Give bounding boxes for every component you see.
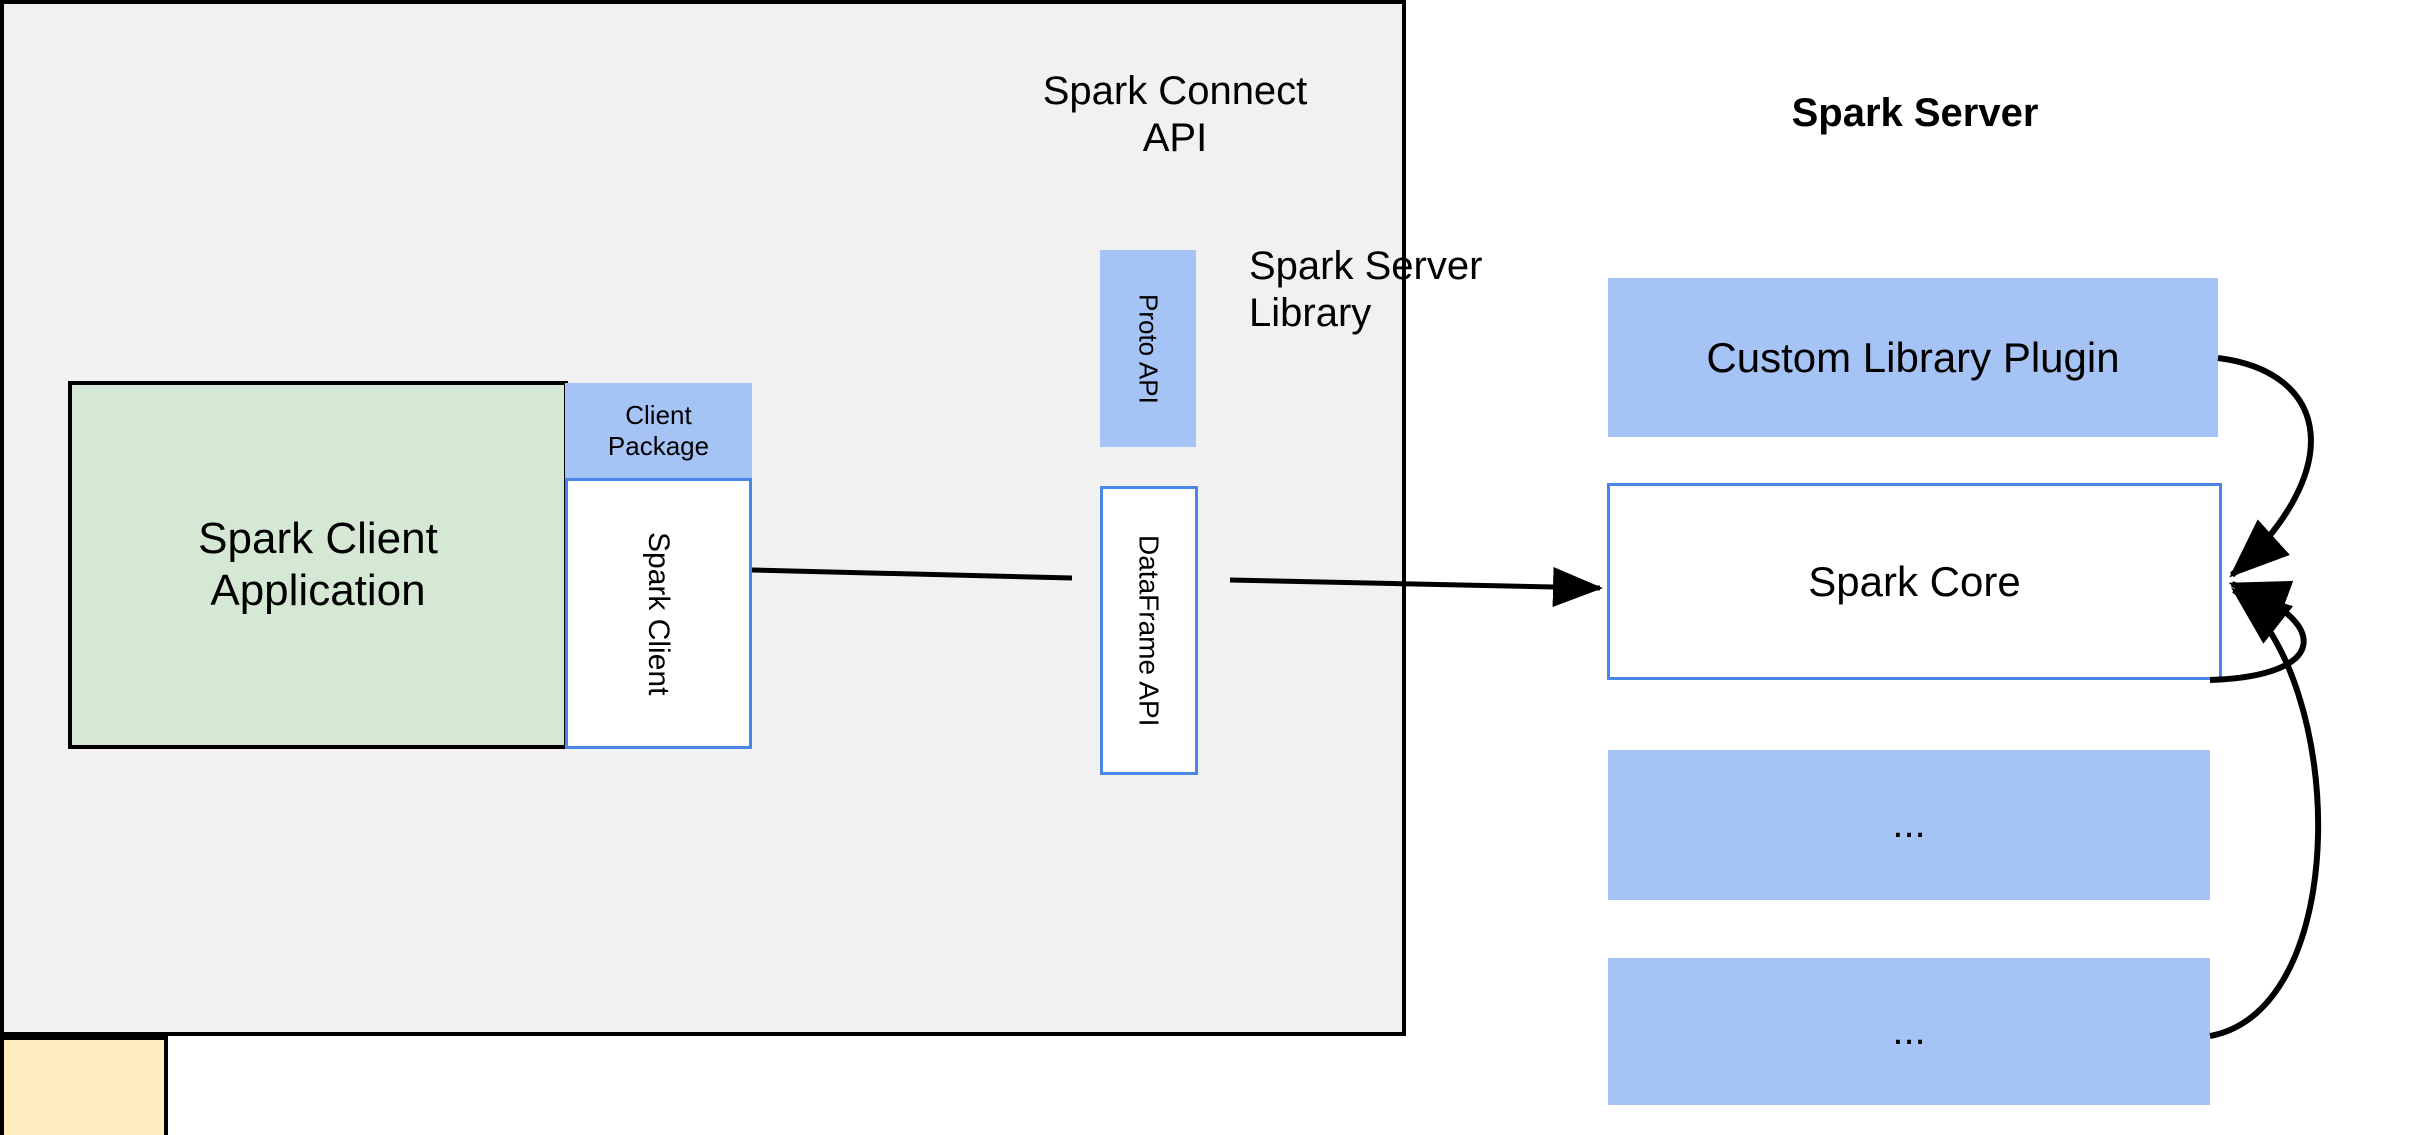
ellipsis-label-2: ... — [1892, 1008, 1926, 1053]
dataframe-api-label: DataFrame API — [1133, 534, 1165, 727]
edge-plugin-to-spark-core — [2217, 355, 2314, 578]
spark-core-label: Spark Core — [1808, 557, 2021, 605]
spark-core-box[interactable]: Spark Core — [1607, 483, 2222, 680]
proto-api-label: Proto API — [1133, 293, 1164, 404]
proto-api-box[interactable]: Proto API — [1100, 250, 1196, 447]
ellipsis-label-1: ... — [1892, 802, 1926, 847]
spark-client-label: Spark Client — [642, 531, 676, 696]
server-library-line2: Library — [1249, 291, 1372, 336]
client-app-line1: Spark Client — [198, 514, 438, 564]
client-package-line1: Client — [625, 400, 692, 431]
spark-connect-api-label: Spark Connect API — [1005, 68, 1345, 178]
custom-library-plugin-label: Custom Library Plugin — [1706, 333, 2120, 381]
edge-ellipsis1-to-spark-core — [2209, 580, 2307, 683]
custom-library-plugin-box[interactable]: Custom Library Plugin — [1608, 278, 2218, 437]
spark-connect-api-column[interactable] — [0, 1036, 168, 1135]
client-package-line2: Package — [607, 431, 710, 461]
server-library-line1: Spark Server — [1249, 244, 1483, 288]
client-package-box[interactable]: Client Package — [565, 383, 752, 479]
spark-client-application-label: Spark Client Application — [198, 513, 438, 617]
client-package-label: Client Package — [608, 400, 709, 461]
spark-server-library-label: Spark Server Library — [1249, 243, 1579, 353]
dataframe-api-box[interactable]: DataFrame API — [1100, 486, 1198, 775]
spark-client-application-box[interactable]: Spark Client Application — [68, 381, 568, 749]
client-app-line2: Application — [210, 566, 426, 615]
spark-client-box[interactable]: Spark Client — [565, 478, 752, 749]
connect-api-line1: Spark Connect — [1042, 69, 1308, 113]
spark-server-title: Spark Server — [1791, 91, 2039, 136]
ellipsis-module-box-1[interactable]: ... — [1608, 750, 2210, 900]
edge-ellipsis2-to-spark-core — [2209, 587, 2322, 1039]
connect-api-line2: API — [1142, 116, 1208, 161]
ellipsis-module-box-2[interactable]: ... — [1608, 958, 2210, 1105]
